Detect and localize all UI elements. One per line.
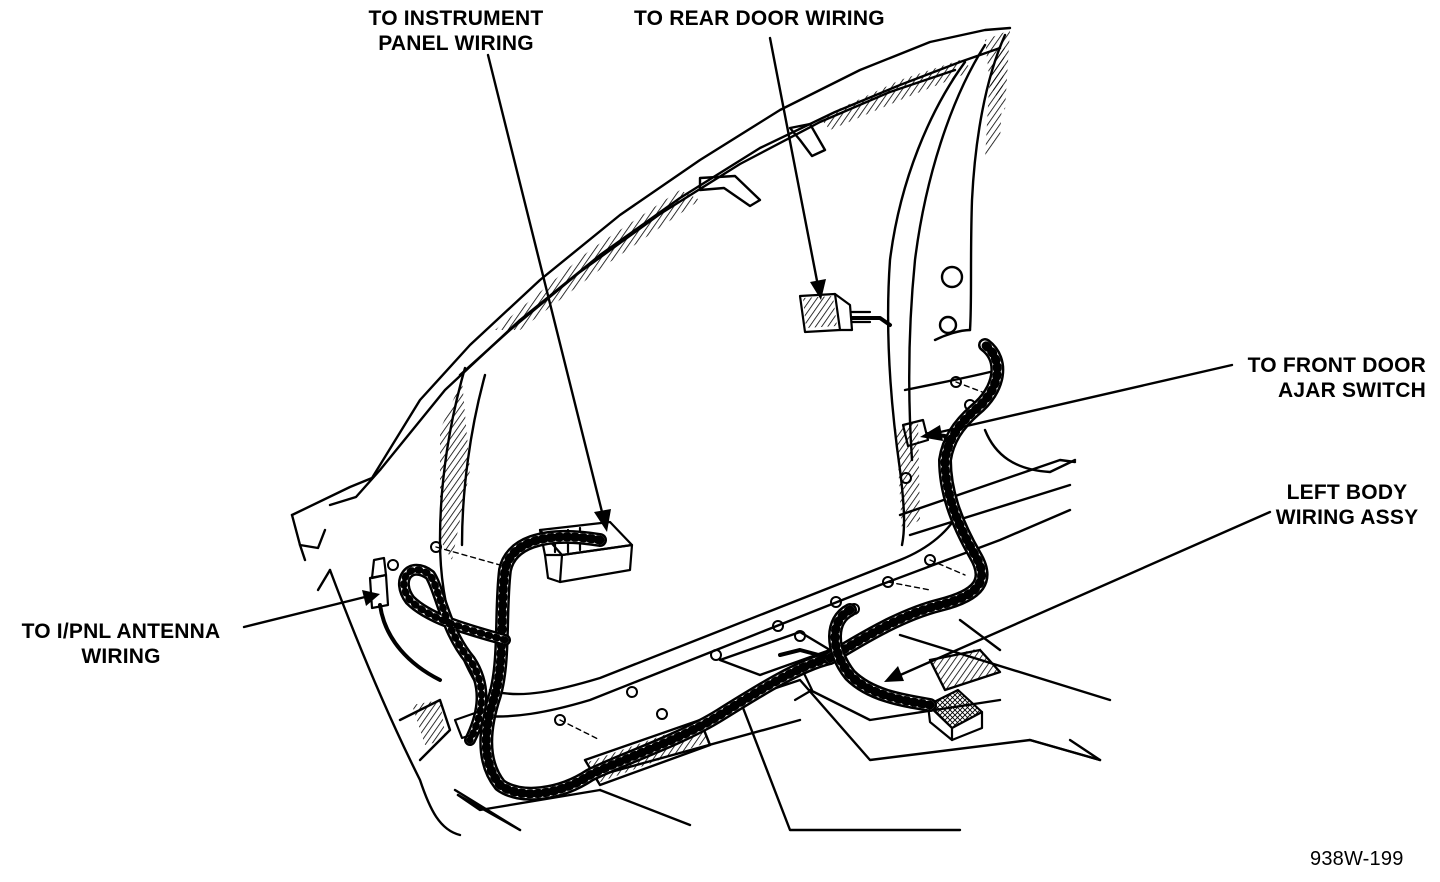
callout-left-body-line1: LEFT BODY: [1286, 481, 1408, 504]
antenna-connector: [368, 556, 390, 610]
arrow-front-door-ajar: [934, 363, 1234, 435]
callout-front-door-ajar-line2: AJAR SWITCH: [1277, 379, 1426, 402]
a-pillar-shading: [412, 380, 470, 745]
callout-left-body: LEFT BODY WIRING ASSY: [1264, 480, 1430, 530]
callout-rear-door: TO REAR DOOR WIRING: [634, 6, 885, 31]
callout-front-door-ajar-line1: TO FRONT DOOR: [1247, 354, 1426, 377]
callout-instrument-panel-line1: TO INSTRUMENT: [368, 7, 544, 30]
callout-antenna-line1: TO I/PNL ANTENNA: [21, 620, 221, 643]
callout-front-door-ajar: TO FRONT DOOR AJAR SWITCH: [1220, 353, 1426, 403]
floor-shading: [930, 648, 998, 690]
callout-instrument-panel: TO INSTRUMENT PANEL WIRING: [356, 6, 556, 56]
callout-antenna-line2: WIRING: [81, 645, 161, 668]
arrow-rear-door: [768, 36, 820, 288]
callout-instrument-panel-line2: PANEL WIRING: [378, 32, 534, 55]
arrow-instrument-panel: [486, 53, 605, 518]
b-pillar-shading: [896, 45, 1005, 530]
body-connector: [926, 688, 984, 742]
callout-rear-door-line1: TO REAR DOOR WIRING: [634, 7, 885, 30]
front-door-switch-connector: [901, 418, 930, 448]
callout-antenna: TO I/PNL ANTENNA WIRING: [2, 619, 240, 669]
leader-arrows: [242, 36, 1272, 678]
arrow-left-body: [896, 510, 1272, 678]
roof-rail-shading: [495, 30, 1010, 330]
arrow-antenna: [242, 595, 367, 629]
wiring-harness: [378, 316, 1005, 801]
callout-left-body-line2: WIRING ASSY: [1275, 506, 1419, 529]
figure-id: 938W-199: [1310, 848, 1404, 870]
arrow-heads: [362, 279, 943, 682]
rear-door-connector-shading: [803, 296, 837, 328]
